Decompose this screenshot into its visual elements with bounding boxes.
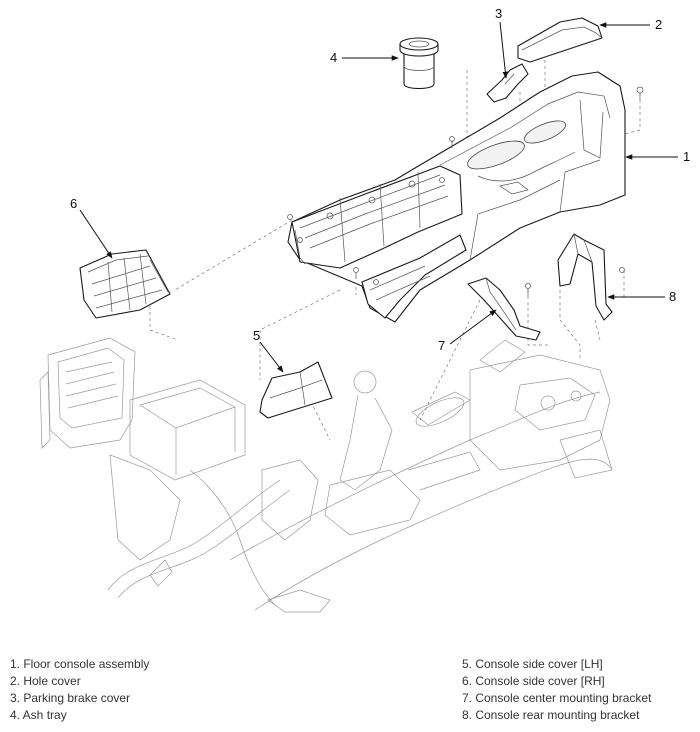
legend-item-floor-console-assembly: 1. Floor console assembly: [10, 657, 150, 671]
callout-2: 2: [599, 17, 662, 32]
callout-3: 3: [495, 6, 509, 79]
callout-number-1: 1: [683, 149, 690, 164]
parking-brake-cover: [486, 63, 529, 103]
callout-number-3: 3: [495, 6, 502, 21]
callout-number-6: 6: [70, 196, 77, 211]
vehicle-floor-background: [39, 337, 613, 613]
callout-number-5: 5: [253, 328, 260, 343]
legend-item-ash-tray: 4. Ash tray: [10, 708, 67, 722]
floor-console-assembly: [287, 71, 644, 323]
console-rear-mounting-bracket: [557, 233, 625, 321]
callout-1: 1: [625, 149, 690, 164]
legend-column-right: 5. Console side cover [LH] 6. Console si…: [462, 656, 651, 724]
legend-item-parking-brake-cover: 3. Parking brake cover: [10, 691, 131, 705]
parts-legend: 1. Floor console assembly 2. Hole cover …: [0, 652, 700, 732]
ash-tray: [399, 37, 439, 90]
legend-item-hole-cover: 2. Hole cover: [10, 674, 81, 688]
callout-number-7: 7: [438, 338, 445, 353]
hole-cover: [517, 17, 603, 63]
legend-column-left: 1. Floor console assembly 2. Hole cover …: [10, 656, 149, 724]
legend-item-console-side-cover-lh: 5. Console side cover [LH]: [462, 657, 603, 671]
callout-5: 5: [253, 328, 284, 373]
legend-item-console-side-cover-rh: 6. Console side cover [RH]: [462, 674, 605, 688]
callout-8: 8: [607, 289, 676, 304]
callout-6: 6: [70, 196, 113, 259]
callout-4: 4: [330, 50, 399, 65]
console-center-mounting-bracket: [467, 277, 541, 341]
legend-item-console-rear-mounting-bracket: 8. Console rear mounting bracket: [462, 708, 640, 722]
callout-number-4: 4: [330, 50, 337, 65]
callout-7: 7: [438, 309, 497, 353]
console-side-cover-lh: [259, 361, 333, 419]
console-side-cover-rh: [79, 249, 171, 319]
callout-number-8: 8: [669, 289, 676, 304]
exploded-view-diagram: 1 2 3 4 5 6 7 8: [39, 6, 690, 613]
legend-item-console-center-mounting-bracket: 7. Console center mounting bracket: [462, 691, 652, 705]
callout-number-2: 2: [655, 17, 662, 32]
